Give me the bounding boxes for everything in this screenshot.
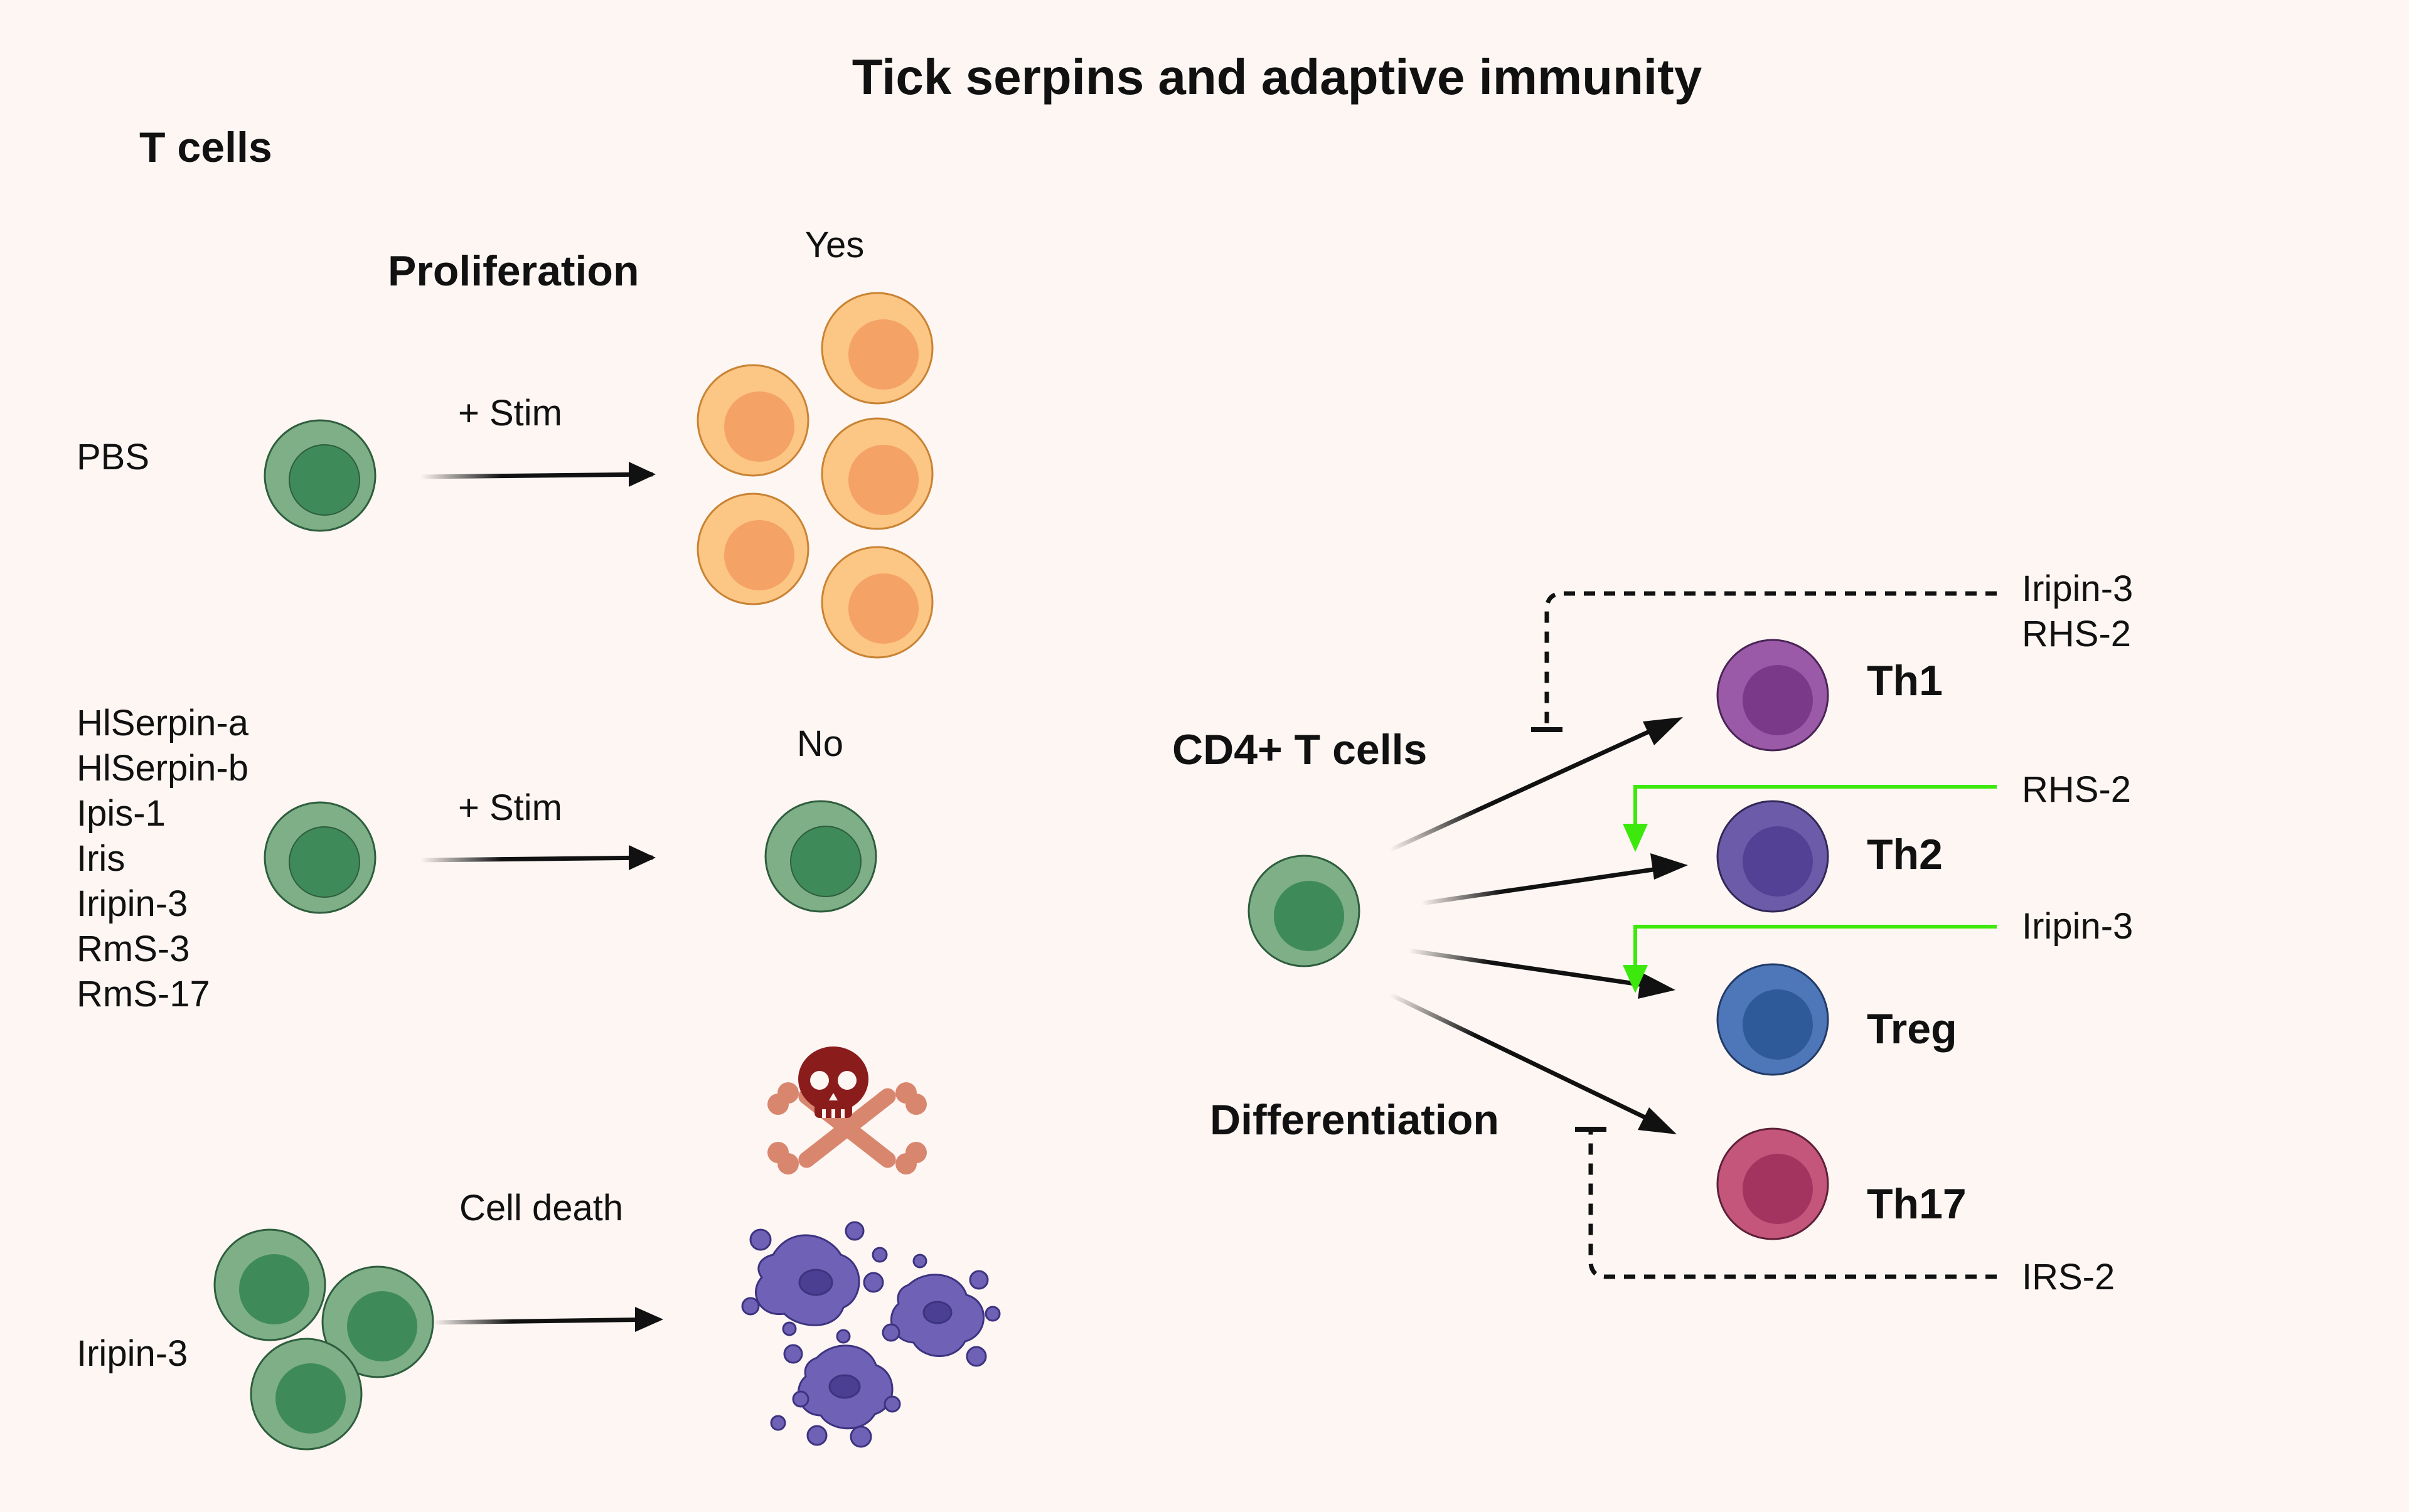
outcome-no: No	[797, 723, 843, 764]
arrow-to-th2	[1421, 865, 1667, 906]
regulator-rhs2-th2: RHS-2	[2022, 769, 2131, 810]
outcome-yes: Yes	[805, 225, 865, 265]
naive-t-cell	[264, 801, 377, 914]
apoptotic-body	[749, 1228, 772, 1251]
naive-t-cell	[264, 419, 377, 532]
stim-arrow-1	[420, 472, 653, 479]
dead-cell-fragments	[741, 1221, 1001, 1448]
treatment-label: RmS-3	[77, 929, 190, 969]
dead-cell-nucleus	[828, 1374, 861, 1399]
crossbones	[767, 1082, 927, 1174]
dead-cell-nucleus	[798, 1269, 833, 1296]
stim-arrow-head-2	[629, 845, 656, 870]
th17-label: Th17	[1867, 1180, 1967, 1228]
th2-label: Th2	[1867, 831, 1943, 878]
cell-death-label: Cell death	[459, 1188, 623, 1228]
promote-head-treg	[1623, 965, 1648, 993]
naive-t-cell	[321, 1265, 434, 1378]
cell-death-arrow-head	[635, 1307, 663, 1332]
apoptotic-body	[969, 1270, 989, 1290]
apoptotic-body	[882, 1323, 900, 1342]
proliferating-cell	[697, 492, 809, 605]
cell-death-arrow	[432, 1317, 660, 1325]
t-cells-heading: T cells	[139, 124, 272, 171]
treg-cell	[1716, 963, 1829, 1076]
treatment-label: HlSerpin-a	[77, 703, 249, 743]
th1-cell	[1716, 639, 1829, 752]
apoptotic-body	[783, 1344, 803, 1364]
figure-title: Tick serpins and adaptive immunity	[852, 49, 1702, 105]
proliferating-cell	[821, 292, 934, 405]
cd4-t-cell	[1247, 854, 1360, 967]
arrow-head-th2	[1650, 853, 1688, 880]
stim-label-2: + Stim	[458, 787, 562, 828]
arrow-to-th17	[1389, 992, 1658, 1126]
skull-crossbones-icon	[767, 1046, 927, 1174]
stim-label-1: + Stim	[458, 393, 562, 434]
apoptotic-body	[850, 1425, 872, 1448]
treatment-label: Iris	[77, 838, 125, 879]
th17-cell	[1716, 1127, 1829, 1240]
apoptotic-body	[806, 1425, 828, 1446]
apoptotic-body	[863, 1272, 884, 1293]
proliferating-cell	[821, 417, 934, 530]
apoptotic-body	[845, 1221, 865, 1241]
apoptotic-body	[782, 1321, 797, 1336]
arrow-head-th1	[1643, 717, 1683, 745]
promote-head-th2	[1623, 824, 1648, 852]
proliferating-cell	[697, 364, 809, 477]
arrow-head-treg	[1638, 972, 1675, 999]
treatment-label-iripin3: Iripin-3	[77, 1333, 188, 1374]
treatment-label-pbs: PBS	[77, 437, 149, 477]
arrow-to-th1	[1389, 723, 1664, 853]
apoptotic-body	[966, 1346, 987, 1367]
apoptotic-body	[985, 1306, 1001, 1322]
proliferation-label: Proliferation	[388, 247, 639, 295]
inhibition-line-th1	[1544, 591, 1997, 728]
regulator-rhs2-th1: RHS-2	[2022, 614, 2131, 654]
regulator-irs2-th17: IRS-2	[2022, 1257, 2115, 1297]
treatment-label: RmS-17	[77, 974, 210, 1014]
apoptotic-body	[836, 1329, 851, 1344]
naive-t-cell-cluster	[213, 1228, 434, 1451]
proliferating-cell	[821, 546, 934, 659]
proliferated-cells	[697, 292, 934, 659]
apoptotic-body	[884, 1395, 901, 1413]
differentiation-label: Differentiation	[1210, 1096, 1499, 1144]
apoptotic-body	[912, 1254, 927, 1269]
apoptotic-body	[792, 1390, 809, 1408]
naive-t-cell	[250, 1338, 363, 1451]
th2-cell	[1716, 800, 1829, 913]
th1-label: Th1	[1867, 657, 1943, 705]
regulator-iripin3-th1: Iripin-3	[2022, 568, 2133, 609]
skull	[798, 1046, 868, 1118]
cd4-t-cells-label: CD4+ T cells	[1172, 726, 1427, 774]
treatment-label: HlSerpin-b	[77, 748, 248, 789]
apoptotic-body	[872, 1247, 888, 1263]
treatment-label: Ipis-1	[77, 793, 166, 834]
treatment-label: Iripin-3	[77, 883, 188, 924]
unproliferated-t-cell	[764, 800, 877, 913]
apoptotic-body	[770, 1415, 786, 1431]
arrow-to-treg	[1408, 948, 1657, 989]
naive-t-cell	[213, 1228, 326, 1341]
stim-arrow-head-1	[629, 462, 656, 487]
regulator-iripin3-treg: Iripin-3	[2022, 906, 2133, 947]
apoptotic-body	[741, 1297, 760, 1316]
inhibition-line-th17	[1588, 1131, 1997, 1279]
stim-arrow-2	[420, 855, 653, 863]
dead-cell-nucleus	[922, 1301, 953, 1324]
arrow-head-th17	[1638, 1107, 1677, 1134]
promote-line-treg	[1633, 925, 1997, 985]
treg-label: Treg	[1867, 1005, 1957, 1053]
